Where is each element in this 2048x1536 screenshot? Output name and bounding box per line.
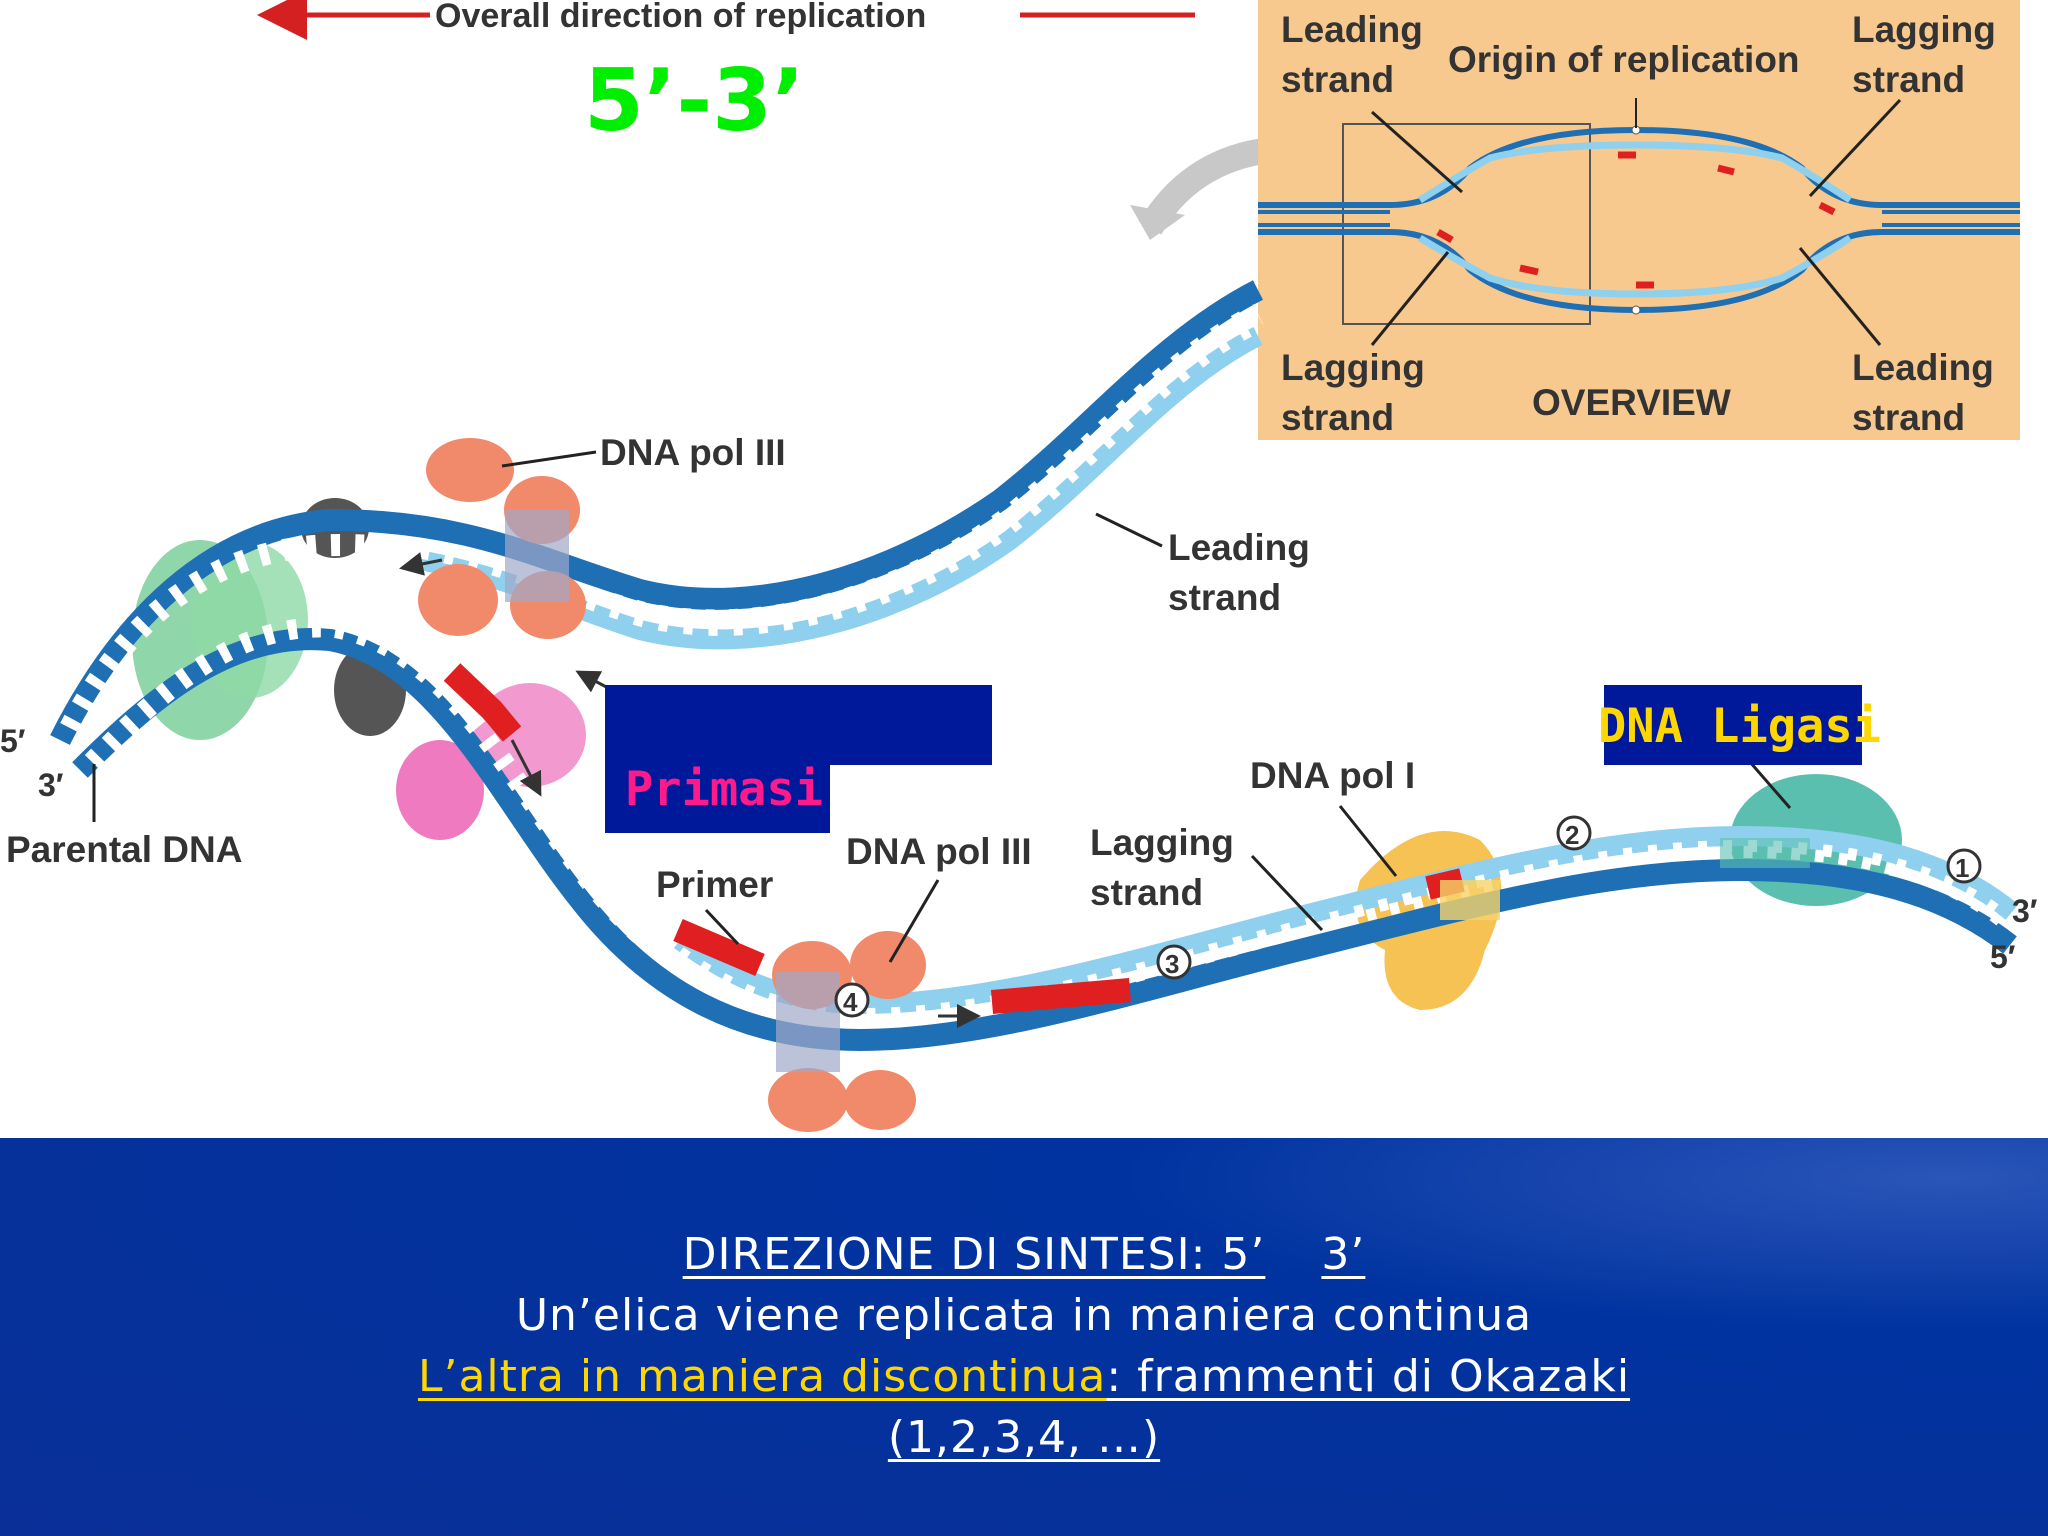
overview-leading-strand-br-2: strand [1852,397,1965,438]
direction-banner: Overall direction of replication [257,0,1195,40]
fragment-marker-2: 2 [1556,815,1592,851]
primase-callout: Primasi [605,685,992,833]
fragment-marker-1: 1 [1946,848,1982,884]
svg-text:Lagging strand: Lagging strand [1852,9,2006,100]
dna-pol-iii-top-label: DNA pol III [600,432,786,473]
svg-text:1: 1 [1955,853,1969,883]
overview-leading-strand-br-1: Leading [1852,347,1994,388]
fragment-list-text: (1,2,3,4, …) [887,1412,1161,1463]
dna-replication-diagram: Overall direction of replication 5’-3’ [0,0,2038,1132]
parental-dna-label: Parental DNA [6,829,242,870]
fragment-marker-3: 3 [1156,944,1192,980]
overview-title: OVERVIEW [1532,382,1731,423]
lagging-new-rungs [676,839,2016,1021]
footer-line-3: L’altra in maniera discontinua: framment… [0,1346,2048,1407]
zoom-arrow-head [1130,205,1185,240]
overview-lagging-strand-bl-1: Lagging [1281,347,1425,388]
dna-pol-iii-top-enzyme [418,438,586,639]
footer-panel: DIREZIONE DI SINTESI: 5’3’ Un’elica vien… [0,1138,2048,1536]
okazaki-text: : frammenti di Okazaki [1106,1351,1631,1402]
leading-strand-label-2: strand [1168,577,1281,618]
synthesis-direction-text: DIREZIONE DI SINTESI: 5’3’ [682,1229,1366,1280]
svg-text:2: 2 [1565,820,1579,850]
leading-strand-label-1: Leading [1168,527,1310,568]
direction-5-3-label: 5’-3’ [584,51,805,151]
dna-pol-iii-bottom-enzyme [768,931,926,1132]
leading-arm-dark [50,280,1264,745]
overview-inset: Leading strand Origin of replication Lag… [1258,0,2020,440]
lagging-strand-label-2: strand [1090,872,1203,913]
svg-text:Leading strand: Leading strand [1852,347,2004,438]
lagging-arm-dark [72,628,2017,1052]
overview-leading-strand-tl-2: strand [1281,59,1394,100]
primer-top [443,663,522,742]
lagging-strand-label-1: Lagging [1090,822,1234,863]
fragment-junction-teal [1720,838,1810,868]
overview-origin-label: Origin of replication [1448,39,1800,80]
svg-text:Lagging strand: Lagging strand [1090,822,1244,913]
svg-text:3: 3 [1165,949,1179,979]
svg-text:Leading strand: Leading strand [1168,527,1320,618]
dna-ligase-label: DNA Ligasi [1598,699,1881,754]
primase-synthesis-arrow [510,739,542,797]
leading-new-rungs [418,320,1261,636]
primer-bottom [990,978,1132,1014]
overview-lagging-strand-tr-2: strand [1852,59,1965,100]
end-3-right: 3′ [2012,893,2038,929]
primase-label: Primasi [625,762,823,817]
overview-lagging-strand-tr-1: Lagging [1852,9,1996,50]
fragment-marker-4: 4 [834,982,870,1018]
end-3-left: 3′ [38,767,64,803]
svg-text:Lagging strand: Lagging strand [1281,347,1435,438]
footer-line-1: DIREZIONE DI SINTESI: 5’3’ [0,1224,2048,1285]
svg-text:Leading strand: Leading strand [1281,9,1433,100]
dna-pol-iii-bottom-label: DNA pol III [846,831,1032,872]
primer-label: Primer [656,864,773,905]
leading-synthesis-arrow [399,552,443,576]
leading-arm-rungs [60,304,1263,734]
end-5-left: 5′ [0,723,26,759]
footer-line-4: (1,2,3,4, …) [0,1407,2048,1468]
primer-middle [673,918,765,977]
dna-pol-i-label: DNA pol I [1250,755,1415,796]
overview-leading-strand-tl-1: Leading [1281,9,1423,50]
direction-banner-label: Overall direction of replication [435,0,926,35]
footer-line-2: Un’elica viene replicata in maniera cont… [515,1290,1533,1341]
svg-text:4: 4 [843,987,858,1017]
overview-lagging-strand-bl-2: strand [1281,397,1394,438]
ligase-callout: DNA Ligasi [1598,685,1881,765]
end-5-right: 5′ [1990,939,2016,975]
discontinuous-text: L’altra in maniera discontinua [417,1351,1107,1402]
fragment-junction-yellow [1440,880,1500,920]
